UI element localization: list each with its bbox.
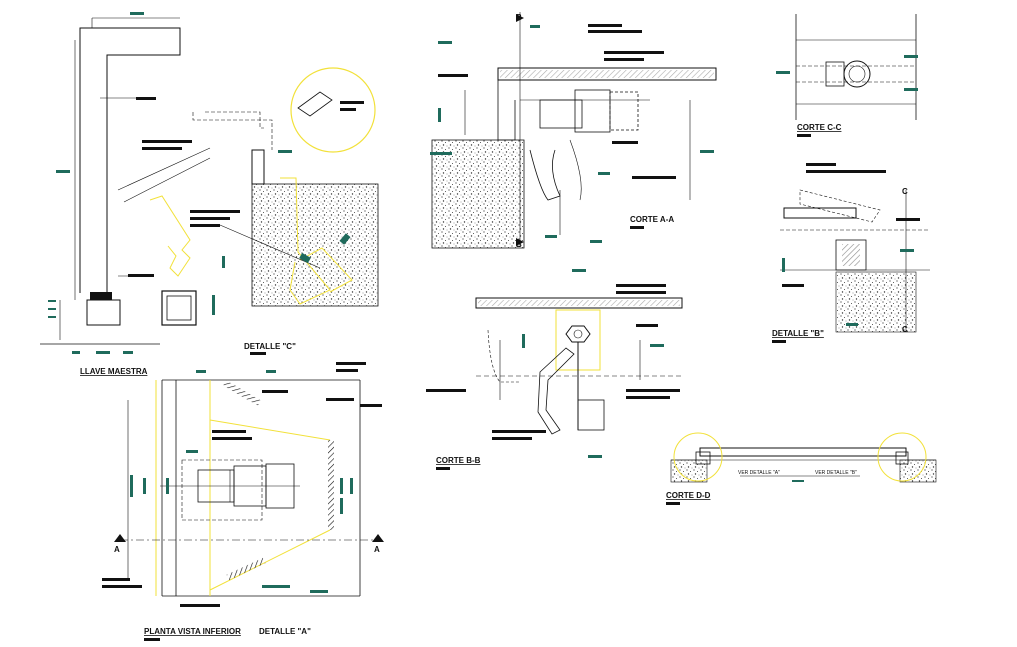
llave-maestra-view: LLAVE MAESTRA <box>40 12 181 376</box>
corte-bb-title: CORTE B-B <box>436 456 481 465</box>
planta-vista-inferior-view: A A PLANTA VISTA INFERIOR DETALLE "A" <box>102 362 384 641</box>
section-marker-a-right: A <box>374 545 380 554</box>
corte-cc-title: CORTE C-C <box>797 123 842 132</box>
corte-dd-view: VER DETALLE "A" VER DETALLE "B" CORTE D-… <box>666 432 937 505</box>
corte-cc-view: CORTE C-C <box>776 14 918 137</box>
ver-detalle-a-callout: VER DETALLE "A" <box>738 470 780 476</box>
section-marker-a-left: A <box>114 545 120 554</box>
ver-detalle-b-callout: VER DETALLE "B" <box>815 470 857 476</box>
corte-aa-view: B B CORTE A-A <box>430 12 717 249</box>
planta-vista-inferior-title: PLANTA VISTA INFERIOR <box>144 627 241 636</box>
section-marker-c-top: C <box>902 187 908 196</box>
detalle-c-title: DETALLE "C" <box>244 342 296 351</box>
corte-aa-title: CORTE A-A <box>630 215 674 224</box>
section-marker-c-bottom: C <box>902 325 908 334</box>
llave-maestra-title: LLAVE MAESTRA <box>80 367 148 376</box>
corte-dd-title: CORTE D-D <box>666 491 711 500</box>
corte-bb-view: CORTE B-B <box>426 269 683 470</box>
detalle-b-title: DETALLE "B" <box>772 329 824 338</box>
detalle-b-view: C C DETALLE "B" <box>772 163 930 343</box>
section-marker-b-top: B <box>516 13 522 22</box>
section-marker-b-bottom: B <box>516 240 522 249</box>
detalle-a-title: DETALLE "A" <box>259 627 311 636</box>
detalle-c-view: DETALLE "C" <box>117 67 379 355</box>
